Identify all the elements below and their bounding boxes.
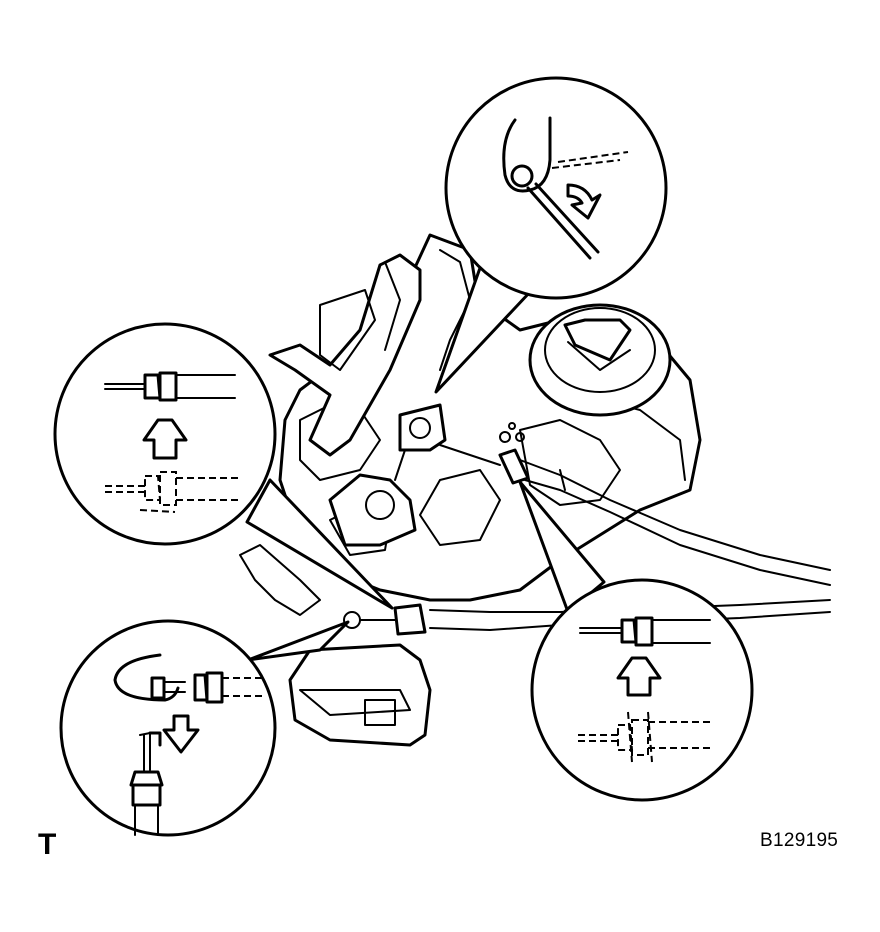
lower-housing <box>239 544 432 747</box>
top-detail-callout <box>444 76 668 300</box>
bottom-left-callout-connector <box>246 620 350 662</box>
corner-mark: T <box>38 828 57 861</box>
figure-id: B129195 <box>760 830 839 851</box>
lever-pivot <box>328 403 447 547</box>
down-arrow-icon <box>162 714 200 754</box>
rotate-arrow-icon <box>566 183 602 220</box>
up-arrow-icon <box>616 656 662 697</box>
left-detail-callout <box>53 322 277 546</box>
bottom-left-detail-callout <box>59 619 277 837</box>
rotary-knob <box>528 303 672 417</box>
left-callout-connector <box>245 478 394 610</box>
up-arrow-icon <box>142 418 188 460</box>
handle-bracket <box>268 253 422 457</box>
right-detail-callout <box>530 578 754 802</box>
